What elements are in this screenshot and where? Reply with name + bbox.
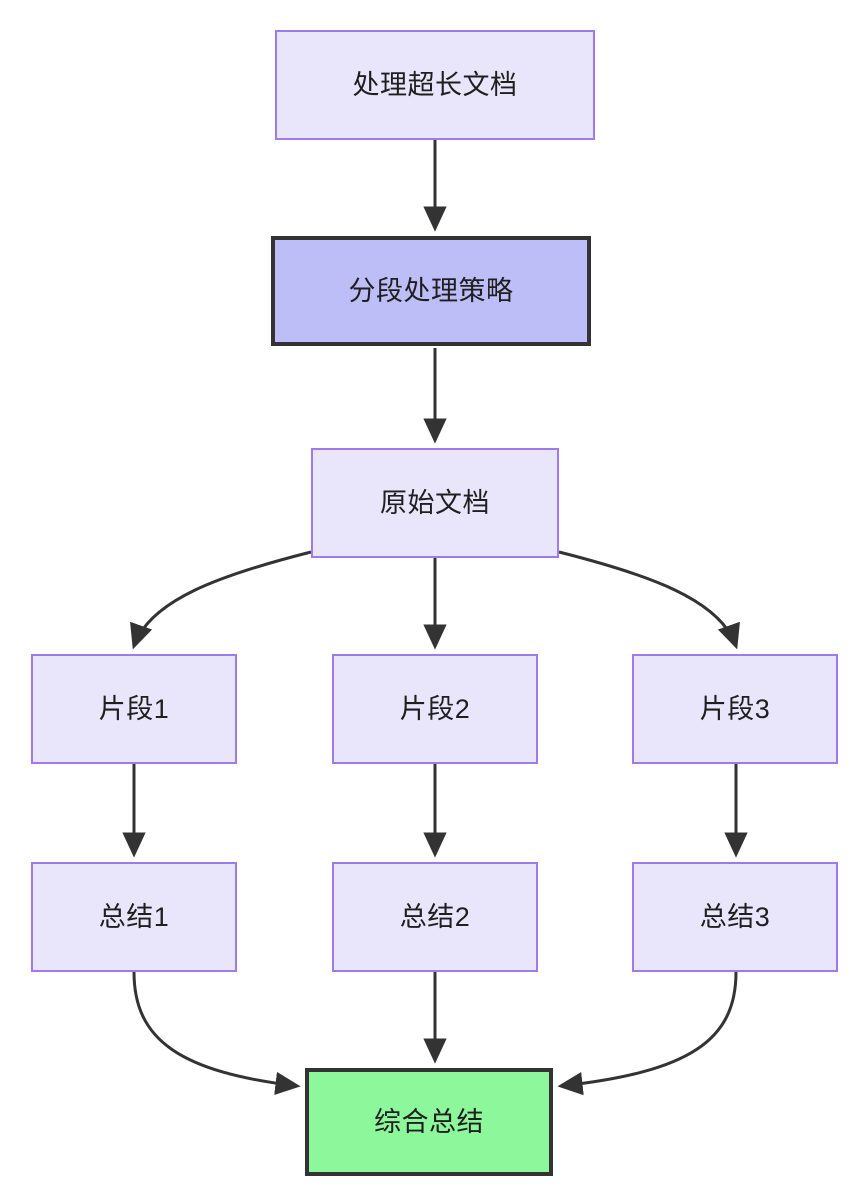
edge-n7-to-n10 (132, 971, 301, 1096)
node-label: 总结1 (98, 901, 170, 932)
node-process-long-document[interactable]: 处理超长文档 (275, 30, 595, 140)
node-label: 原始文档 (380, 487, 490, 518)
node-fragment-3[interactable]: 片段3 (632, 654, 838, 764)
node-label: 处理超长文档 (352, 69, 518, 100)
node-label: 总结3 (699, 901, 771, 932)
node-summary-1[interactable]: 总结1 (31, 862, 237, 972)
edge-n9-to-n10 (557, 971, 738, 1096)
node-label: 总结2 (399, 901, 471, 932)
node-label: 片段2 (399, 693, 471, 724)
node-fragment-2[interactable]: 片段2 (332, 654, 538, 764)
node-final-summary[interactable]: 综合总结 (305, 1068, 553, 1176)
edge-n3-to-n6 (558, 550, 740, 650)
node-fragment-1[interactable]: 片段1 (31, 654, 237, 764)
node-label: 片段1 (98, 693, 170, 724)
node-summary-2[interactable]: 总结2 (332, 862, 538, 972)
edge-n3-to-n4 (130, 550, 312, 650)
node-label: 分段处理策略 (348, 275, 514, 306)
node-original-document[interactable]: 原始文档 (311, 448, 559, 558)
node-label: 片段3 (699, 693, 771, 724)
node-label: 综合总结 (374, 1106, 484, 1137)
node-chunking-strategy[interactable]: 分段处理策略 (271, 236, 591, 346)
node-summary-3[interactable]: 总结3 (632, 862, 838, 972)
